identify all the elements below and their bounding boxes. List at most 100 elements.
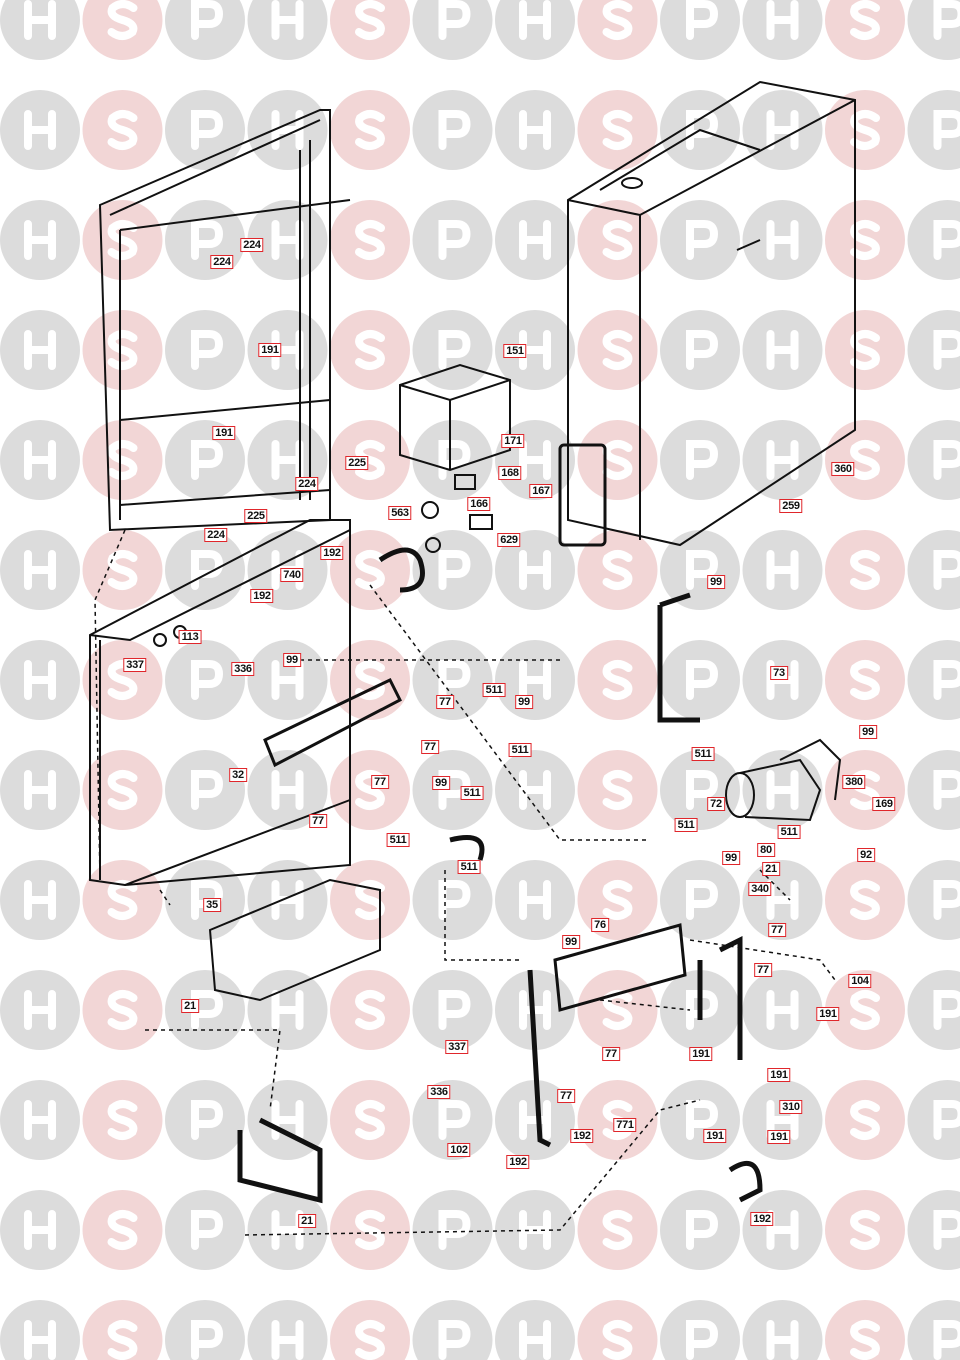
part-label[interactable]: 191 [767, 1068, 791, 1082]
watermark-h-circle [742, 310, 823, 390]
part-label[interactable]: 77 [754, 963, 772, 977]
part-label[interactable]: 740 [280, 568, 304, 582]
part-label[interactable]: 104 [848, 974, 872, 988]
watermark-h-circle [0, 860, 80, 940]
part-label[interactable]: 99 [562, 935, 580, 949]
part-label[interactable]: 77 [421, 740, 439, 754]
part-label[interactable]: 511 [691, 747, 715, 761]
part-label[interactable]: 192 [506, 1155, 530, 1169]
part-label[interactable]: 511 [482, 683, 506, 697]
part-label[interactable]: 99 [432, 776, 450, 790]
part-label[interactable]: 336 [427, 1085, 451, 1099]
watermark-p-circle [907, 860, 960, 940]
part-label[interactable]: 99 [515, 695, 533, 709]
part-label[interactable]: 360 [831, 462, 855, 476]
watermark-s-circle [825, 640, 905, 720]
part-label[interactable]: 337 [445, 1040, 469, 1054]
part-label[interactable]: 337 [123, 658, 147, 672]
part-label[interactable]: 511 [674, 818, 698, 832]
part-label[interactable]: 511 [460, 786, 484, 800]
part-label[interactable]: 99 [283, 653, 301, 667]
part-label[interactable]: 35 [203, 898, 221, 912]
part-label[interactable]: 32 [229, 768, 247, 782]
watermark-s-circle [825, 90, 905, 170]
watermark-h-circle [742, 1300, 823, 1360]
part-label[interactable]: 259 [779, 499, 803, 513]
part-label[interactable]: 511 [457, 860, 481, 874]
watermark-s-circle [825, 860, 905, 940]
part-label[interactable]: 192 [250, 589, 274, 603]
part-label[interactable]: 629 [497, 533, 521, 547]
part-label[interactable]: 191 [816, 1007, 840, 1021]
watermark-h-circle [495, 970, 575, 1050]
part-label[interactable]: 151 [503, 344, 527, 358]
part-label[interactable]: 171 [501, 434, 525, 448]
watermark-s-circle [82, 420, 163, 500]
part-label[interactable]: 310 [779, 1100, 803, 1114]
part-label[interactable]: 92 [857, 848, 875, 862]
part-label[interactable]: 21 [762, 862, 780, 876]
part-label[interactable]: 76 [591, 918, 609, 932]
part-label[interactable]: 191 [258, 343, 282, 357]
watermark-h-circle [495, 750, 575, 830]
watermark-p-circle [907, 90, 960, 170]
part-label[interactable]: 336 [231, 662, 255, 676]
watermark-p-circle [660, 0, 740, 60]
part-label[interactable]: 191 [767, 1130, 791, 1144]
watermark-s-circle [577, 420, 658, 500]
part-label[interactable]: 166 [467, 497, 491, 511]
part-label[interactable]: 192 [320, 546, 344, 560]
part-label[interactable]: 99 [722, 851, 740, 865]
part-label[interactable]: 21 [181, 999, 199, 1013]
part-label[interactable]: 72 [707, 797, 725, 811]
watermark-p-circle [412, 860, 493, 940]
part-label[interactable]: 77 [309, 814, 327, 828]
watermark-p-circle [412, 310, 493, 390]
watermark-h-circle [742, 200, 823, 280]
part-label[interactable]: 340 [748, 882, 772, 896]
part-label[interactable]: 224 [210, 255, 234, 269]
control-panel-cover [558, 443, 607, 547]
watermark-h-circle [495, 90, 575, 170]
part-label[interactable]: 511 [777, 825, 801, 839]
part-label[interactable]: 191 [703, 1129, 727, 1143]
part-label[interactable]: 21 [298, 1214, 316, 1228]
part-label[interactable]: 80 [757, 843, 775, 857]
part-label[interactable]: 224 [295, 477, 319, 491]
part-label[interactable]: 169 [872, 797, 896, 811]
part-label[interactable]: 77 [768, 923, 786, 937]
part-label[interactable]: 511 [508, 743, 532, 757]
part-label[interactable]: 224 [240, 238, 264, 252]
watermark-p-circle [907, 310, 960, 390]
part-label[interactable]: 511 [386, 833, 410, 847]
part-label[interactable]: 167 [529, 484, 553, 498]
part-label[interactable]: 73 [770, 666, 788, 680]
part-label[interactable]: 225 [244, 509, 268, 523]
part-label[interactable]: 99 [859, 725, 877, 739]
part-label[interactable]: 192 [570, 1129, 594, 1143]
part-label[interactable]: 168 [498, 466, 522, 480]
part-label[interactable]: 77 [371, 775, 389, 789]
part-label[interactable]: 192 [750, 1212, 774, 1226]
pipes [237, 547, 763, 1204]
watermark-h-circle [742, 970, 823, 1050]
part-label[interactable]: 225 [345, 456, 369, 470]
part-label[interactable]: 380 [842, 775, 866, 789]
part-label[interactable]: 191 [212, 426, 236, 440]
part-label[interactable]: 102 [447, 1143, 471, 1157]
watermark-p-circle [412, 1190, 493, 1270]
watermark-s-circle [825, 1190, 905, 1270]
part-label[interactable]: 77 [436, 695, 454, 709]
part-label[interactable]: 563 [388, 506, 412, 520]
part-label[interactable]: 224 [204, 528, 228, 542]
part-label[interactable]: 77 [602, 1047, 620, 1061]
part-label[interactable]: 113 [178, 630, 202, 644]
part-label[interactable]: 191 [689, 1047, 713, 1061]
watermark-s-circle [577, 90, 658, 170]
watermark-p-circle [907, 640, 960, 720]
part-label[interactable]: 99 [707, 575, 725, 589]
watermark-p-circle [907, 530, 960, 610]
part-label[interactable]: 771 [613, 1118, 637, 1132]
part-label[interactable]: 77 [557, 1089, 575, 1103]
watermark-s-circle [330, 860, 410, 940]
